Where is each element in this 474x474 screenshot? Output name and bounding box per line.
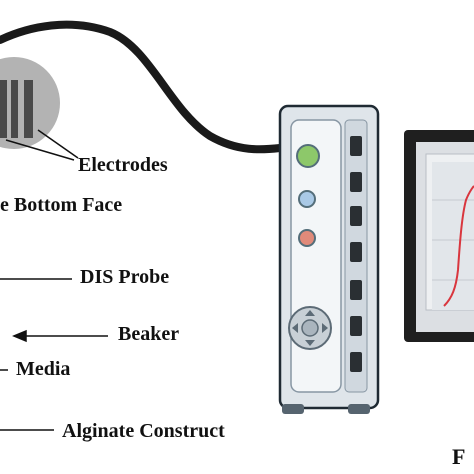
electrodes-leader bbox=[5, 139, 75, 161]
port-slot bbox=[350, 136, 362, 156]
port-slot bbox=[350, 316, 362, 336]
cable bbox=[0, 20, 284, 154]
port-slot bbox=[350, 352, 362, 372]
alginate-construct-label: Alginate Construct bbox=[62, 420, 225, 442]
monitor-caption: F bbox=[452, 444, 466, 469]
blue-indicator-light bbox=[298, 190, 316, 208]
dis-probe-label: DIS Probe bbox=[80, 266, 170, 288]
electrodes-label: Electrodes bbox=[78, 154, 168, 176]
electrode-bar bbox=[24, 80, 33, 138]
monitor bbox=[404, 130, 474, 342]
electrodes-leader bbox=[37, 129, 79, 159]
dpad-icon[interactable] bbox=[288, 306, 332, 350]
bottom-face-label: e Bottom Face bbox=[0, 194, 123, 216]
green-indicator-light bbox=[296, 144, 320, 168]
electrode-bar bbox=[0, 80, 7, 138]
signal-trace bbox=[443, 185, 474, 307]
port-slot bbox=[350, 280, 362, 300]
red-indicator-light bbox=[298, 229, 316, 247]
port-slot bbox=[350, 206, 362, 226]
device-ports bbox=[350, 136, 362, 372]
media-label: Media bbox=[16, 358, 71, 380]
beaker-label: Beaker bbox=[118, 323, 180, 345]
leader-lines bbox=[0, 129, 108, 431]
probe-bottom-face bbox=[0, 57, 60, 149]
port-slot bbox=[350, 242, 362, 262]
beaker-arrowhead bbox=[12, 329, 27, 343]
electrode-bar bbox=[11, 80, 18, 138]
port-slot bbox=[350, 172, 362, 192]
measurement-device bbox=[278, 104, 380, 414]
device-foot bbox=[348, 404, 370, 414]
device-foot bbox=[282, 404, 304, 414]
